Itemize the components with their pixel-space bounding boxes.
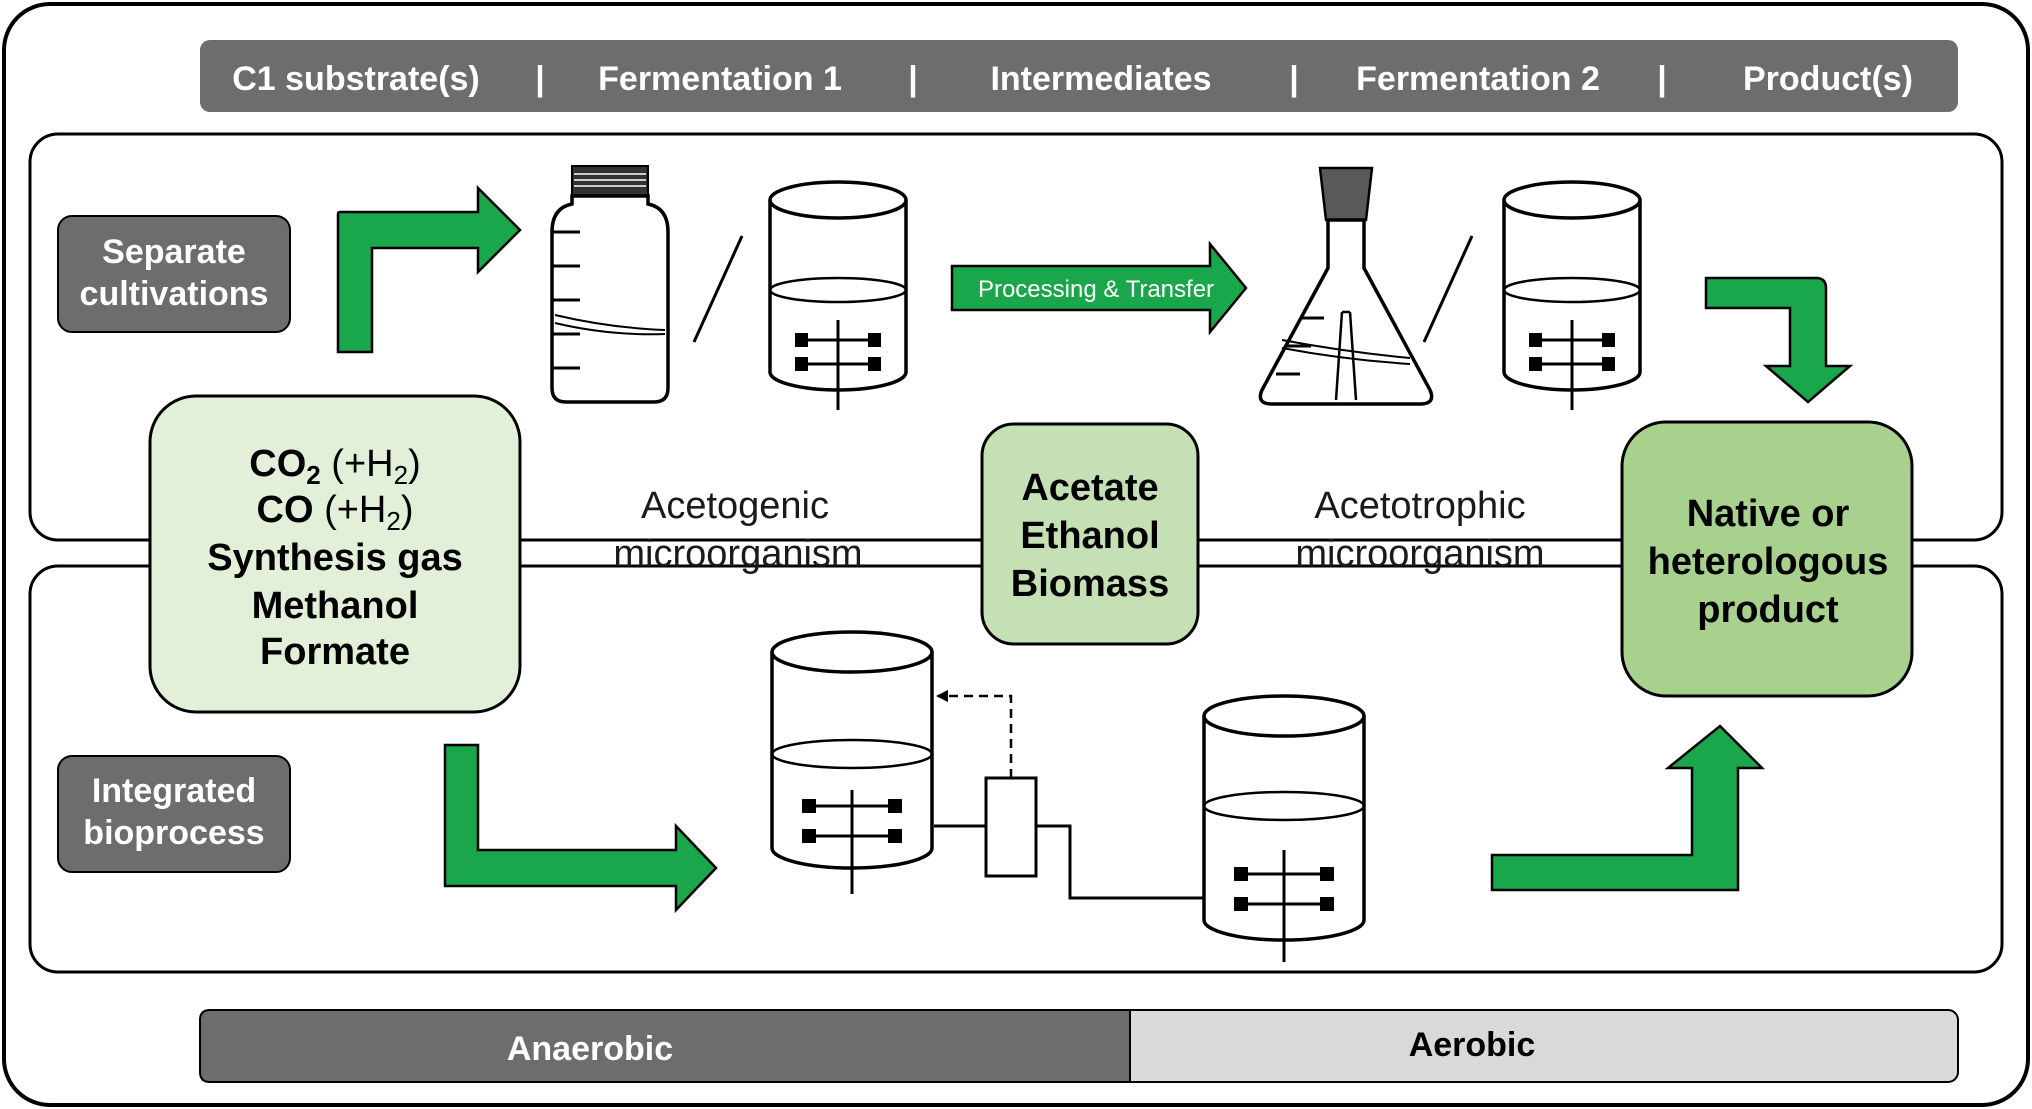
integrated-reactor-1-icon xyxy=(770,630,934,894)
integrated-bioprocess-label: Integrated xyxy=(92,772,256,810)
substrate-methanol: Methanol xyxy=(252,585,419,627)
header-separator: | xyxy=(535,60,545,98)
header-stage-products: Product(s) xyxy=(1743,60,1913,98)
header-stage-intermediates: Intermediates xyxy=(990,60,1211,98)
cell-retention-module-icon xyxy=(934,690,1204,900)
acetotrophic-label: Acetotrophic xyxy=(1314,485,1525,527)
substrate-co2: CO2 (+H2) xyxy=(249,443,420,490)
product-line: heterologous xyxy=(1648,541,1889,583)
arrow-substrate-to-separate xyxy=(336,184,522,354)
arrow-integrated-to-product xyxy=(1490,724,1766,892)
integrated-reactor-2-icon xyxy=(1202,694,1366,962)
intermediates-box xyxy=(980,422,1200,646)
arrow-separate-to-product xyxy=(1704,276,1854,404)
substrate-formate: Formate xyxy=(260,631,410,673)
arrow-substrate-to-integrated xyxy=(443,743,718,914)
processing-transfer-label: Processing & Transfer xyxy=(978,276,1214,303)
stirred-reactor-icon xyxy=(768,180,908,410)
anaerobic-label: Anaerobic xyxy=(507,1030,673,1068)
integrated-bioprocess-label: bioprocess xyxy=(83,814,264,852)
bottle-icon xyxy=(550,165,670,404)
intermediate-biomass: Biomass xyxy=(1011,563,1169,605)
header-stage-c1-substrates: C1 substrate(s) xyxy=(232,60,480,98)
header-separator: | xyxy=(1289,60,1299,98)
product-box xyxy=(1620,420,1914,698)
stirred-reactor-icon xyxy=(1502,180,1642,410)
intermediate-acetate: Acetate xyxy=(1021,467,1158,509)
acetogenic-label: Acetogenic xyxy=(641,485,829,527)
erlenmeyer-flask-icon xyxy=(1258,166,1434,406)
substrate-co: CO (+H2) xyxy=(257,489,414,536)
arrow-processing-transfer xyxy=(950,240,1248,336)
stage-header-bar xyxy=(200,40,1958,112)
separate-cultivations-label: Separate xyxy=(102,233,246,271)
integrated-bioprocess-label-box xyxy=(57,755,291,873)
acetogenic-label: microorganism xyxy=(613,533,862,575)
separate-cultivations-label: cultivations xyxy=(80,275,269,313)
intermediate-ethanol: Ethanol xyxy=(1020,515,1159,557)
acetotrophic-label: microorganism xyxy=(1295,533,1544,575)
header-separator: | xyxy=(1657,60,1667,98)
substrate-synthesis-gas: Synthesis gas xyxy=(207,537,463,579)
header-stage-fermentation-2: Fermentation 2 xyxy=(1356,60,1600,98)
product-line: Native or xyxy=(1687,493,1850,535)
c1-substrates-box xyxy=(148,394,522,714)
separate-cultivations-label-box xyxy=(57,215,291,333)
header-stage-fermentation-1: Fermentation 1 xyxy=(598,60,842,98)
product-line: product xyxy=(1697,589,1839,631)
aerobic-bar xyxy=(1119,1009,1959,1083)
header-separator: | xyxy=(908,60,918,98)
anaerobic-bar xyxy=(199,1009,1131,1083)
aerobic-label: Aerobic xyxy=(1409,1026,1536,1064)
divider-slash xyxy=(1422,235,1474,343)
divider-slash xyxy=(692,235,744,343)
